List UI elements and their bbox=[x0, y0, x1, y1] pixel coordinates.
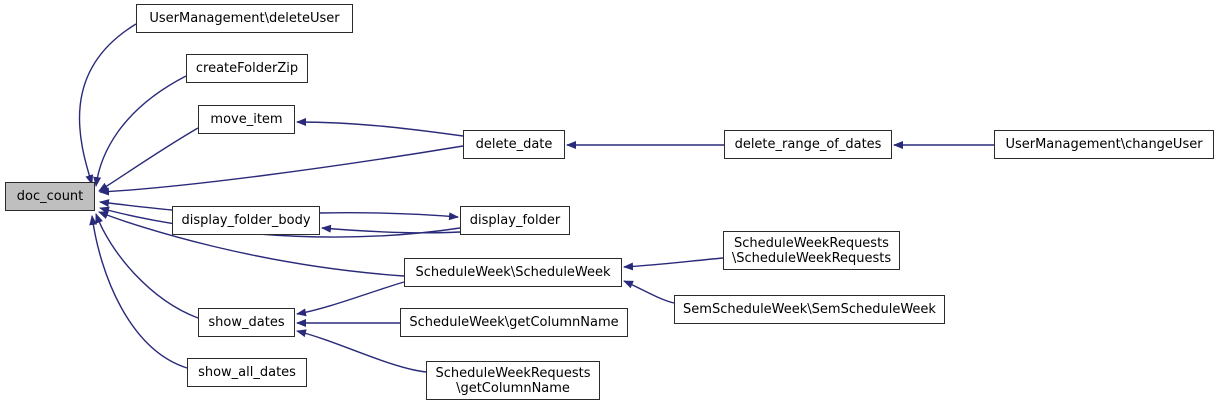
node-label: delete_range_of_dates bbox=[734, 137, 882, 152]
edge-ScheduleWeek-to-show_dates bbox=[296, 281, 405, 317]
edge-display_folder_body-to-display_folder bbox=[319, 212, 459, 221]
node-label: move_item bbox=[210, 112, 283, 127]
edge-show_all_dates-to-doc_count bbox=[89, 215, 188, 369]
edge-createFolderZip-to-doc_count bbox=[93, 75, 187, 187]
node-label: delete_date bbox=[475, 137, 553, 152]
node-label: ScheduleWeek\ScheduleWeek bbox=[415, 265, 611, 280]
node-SemScheduleWeek[interactable]: SemScheduleWeek\SemScheduleWeek bbox=[674, 295, 945, 324]
node-label: UserManagement\changeUser bbox=[1005, 137, 1203, 152]
edge-delete_date-to-move_item bbox=[296, 118, 464, 137]
node-SWR_SWR[interactable]: ScheduleWeekRequests \ScheduleWeekReques… bbox=[723, 231, 900, 270]
edge-SWR_getColumnName-to-show_dates bbox=[296, 329, 427, 373]
node-label: ScheduleWeekRequests \getColumnName bbox=[435, 365, 591, 396]
edge-display_folder-to-display_folder_body bbox=[321, 224, 461, 234]
node-SW_getColumnName[interactable]: ScheduleWeek\getColumnName bbox=[400, 308, 628, 337]
node-ScheduleWeek[interactable]: ScheduleWeek\ScheduleWeek bbox=[404, 258, 622, 287]
node-delete_range[interactable]: delete_range_of_dates bbox=[724, 130, 892, 159]
node-label: ScheduleWeek\getColumnName bbox=[409, 315, 619, 330]
edge-ScheduleWeek-to-doc_count bbox=[98, 211, 405, 277]
node-label: show_dates bbox=[208, 315, 285, 330]
node-deleteUser[interactable]: UserManagement\deleteUser bbox=[136, 4, 353, 33]
node-label: UserManagement\deleteUser bbox=[149, 11, 340, 26]
node-label: ScheduleWeekRequests \ScheduleWeekReques… bbox=[731, 235, 892, 266]
edge-SWR_SWR-to-ScheduleWeek bbox=[623, 257, 724, 271]
node-label: display_folder_body bbox=[181, 213, 311, 228]
edge-delete_date-to-doc_count bbox=[99, 145, 464, 196]
node-label: display_folder bbox=[469, 213, 561, 228]
node-show_all_dates[interactable]: show_all_dates bbox=[187, 358, 307, 387]
node-label: doc_count bbox=[16, 189, 84, 204]
node-display_folder[interactable]: display_folder bbox=[460, 206, 570, 235]
node-label: createFolderZip bbox=[195, 61, 299, 76]
edge-SemScheduleWeek-to-ScheduleWeek bbox=[623, 280, 675, 304]
node-delete_date[interactable]: delete_date bbox=[463, 130, 565, 159]
node-SWR_getColumnName[interactable]: ScheduleWeekRequests \getColumnName bbox=[426, 361, 600, 400]
node-changeUser[interactable]: UserManagement\changeUser bbox=[994, 130, 1214, 159]
node-label: SemScheduleWeek\SemScheduleWeek bbox=[683, 302, 936, 317]
node-show_dates[interactable]: show_dates bbox=[198, 308, 295, 337]
edge-display_folder_body-to-doc_count bbox=[99, 199, 173, 211]
edge-show_dates-to-doc_count bbox=[95, 213, 199, 319]
edge-move_item-to-doc_count bbox=[98, 127, 199, 192]
node-display_folder_body[interactable]: display_folder_body bbox=[172, 206, 320, 235]
edge-deleteUser-to-doc_count bbox=[78, 23, 137, 185]
node-doc_count[interactable]: doc_count bbox=[5, 182, 95, 211]
node-label: show_all_dates bbox=[198, 365, 296, 380]
node-move_item[interactable]: move_item bbox=[198, 105, 295, 134]
node-createFolderZip[interactable]: createFolderZip bbox=[186, 54, 308, 83]
